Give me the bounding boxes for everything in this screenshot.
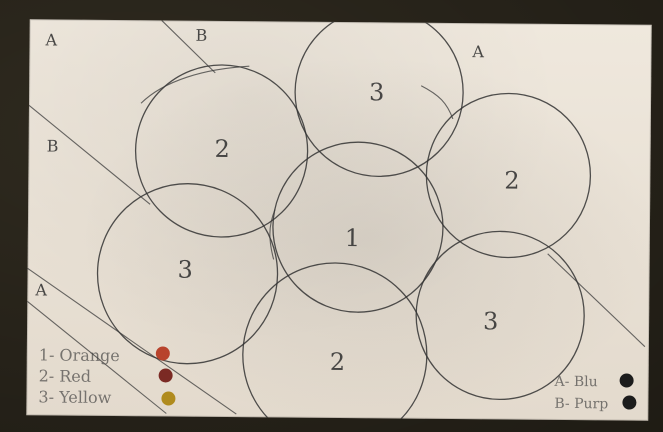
circle-label-bottom-middle: 2 bbox=[330, 348, 346, 376]
circle-label-right: 2 bbox=[504, 166, 520, 194]
legend-colors-item-1: 1- Orange bbox=[39, 345, 120, 365]
region-label-top-b: B bbox=[196, 26, 208, 45]
legend-regions: A- Blu B- Purp bbox=[553, 373, 636, 413]
legend-regions-item-2: B- Purp bbox=[554, 396, 608, 412]
hand-drawn-diagram: 3 2 2 1 3 3 2 A B A B A 1- Orange 2- Red… bbox=[26, 19, 651, 420]
region-label-bottom-a: A bbox=[34, 280, 47, 299]
sketch-stroke-2 bbox=[421, 86, 453, 119]
circle-label-center: 1 bbox=[345, 224, 361, 252]
legend-swatch-orange bbox=[156, 346, 170, 360]
circle-label-bottom-right: 3 bbox=[483, 307, 499, 335]
region-label-top-right: A bbox=[471, 42, 484, 61]
legend-colors: 1- Orange 2- Red 3- Yellow bbox=[38, 345, 176, 407]
region-label-top-left: A bbox=[44, 30, 57, 49]
circle-bottom-middle bbox=[242, 262, 428, 421]
legend-swatch-b bbox=[622, 395, 636, 409]
legend-swatch-a bbox=[620, 373, 634, 387]
legend-colors-item-3: 3- Yellow bbox=[38, 387, 111, 407]
legend-swatch-yellow bbox=[161, 391, 175, 405]
boundary-line-top bbox=[161, 20, 215, 72]
paper-sheet: 3 2 2 1 3 3 2 A B A B A 1- Orange 2- Red… bbox=[26, 19, 651, 420]
legend-colors-item-2: 2- Red bbox=[39, 366, 92, 385]
circle-label-top-left: 2 bbox=[214, 135, 230, 163]
circle-label-top-middle: 3 bbox=[369, 78, 385, 106]
circle-label-left: 3 bbox=[177, 256, 193, 284]
legend-swatch-red bbox=[159, 368, 173, 382]
sketch-stroke-1 bbox=[141, 65, 249, 104]
boundary-line-right bbox=[547, 254, 646, 347]
legend-regions-item-1: A- Blu bbox=[554, 374, 598, 390]
region-label-left-b: B bbox=[47, 136, 59, 155]
